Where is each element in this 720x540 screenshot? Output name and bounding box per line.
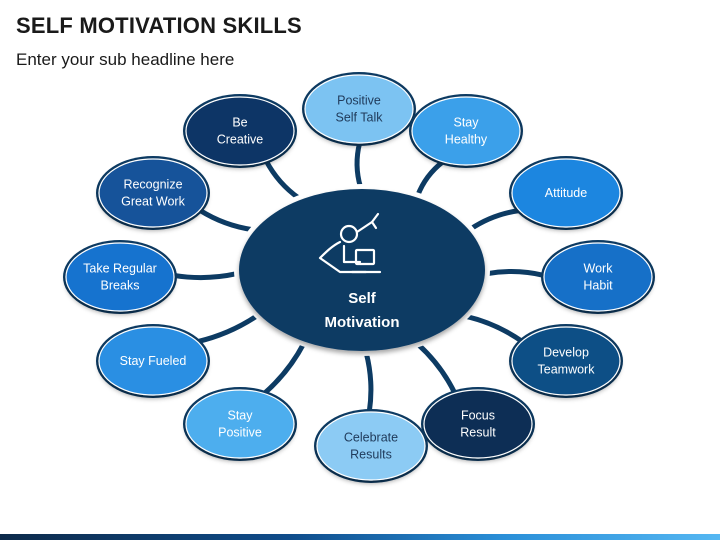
skill-node-ellipse bbox=[65, 242, 175, 312]
connector-line bbox=[194, 313, 260, 345]
person-at-desk-raising-hand-icon bbox=[318, 212, 382, 274]
skill-node-label: Self Talk bbox=[335, 111, 383, 125]
connector-line bbox=[354, 140, 363, 190]
center-ellipse-fill bbox=[239, 189, 485, 351]
skill-node-label: Result bbox=[460, 426, 496, 440]
skill-node-label: Breaks bbox=[101, 279, 140, 293]
center-label-line2: Motivation bbox=[325, 314, 400, 331]
connectors bbox=[171, 140, 547, 415]
center-label-line1: Self bbox=[348, 290, 377, 307]
skill-node-label: Habit bbox=[583, 279, 613, 293]
connector-line bbox=[463, 313, 525, 344]
skill-node-label: Develop bbox=[543, 346, 589, 360]
center-node: Self Motivation bbox=[234, 184, 490, 356]
skill-node-ellipse bbox=[98, 326, 208, 396]
connector-line bbox=[363, 350, 374, 415]
skill-node-ellipse bbox=[423, 389, 533, 459]
connector-line bbox=[484, 269, 547, 278]
connector-line bbox=[197, 207, 256, 233]
skill-node-label: Take Regular bbox=[83, 262, 157, 276]
skill-node: Attitude bbox=[509, 156, 623, 230]
skill-node-label: Focus bbox=[461, 409, 495, 423]
connector-line bbox=[171, 271, 240, 281]
skill-node-ellipse bbox=[511, 326, 621, 396]
skill-node-label: Stay Fueled bbox=[120, 354, 187, 368]
skill-node-label: Attitude bbox=[545, 186, 587, 200]
page-subtitle: Enter your sub headline here bbox=[16, 50, 235, 69]
skill-node-ellipse bbox=[98, 158, 208, 228]
skill-node-label: Celebrate bbox=[344, 431, 398, 445]
skill-node-label: Be bbox=[232, 116, 247, 130]
bottom-accent-bar bbox=[0, 534, 720, 540]
skill-node-label: Stay bbox=[227, 409, 253, 423]
skill-node-label: Great Work bbox=[121, 195, 185, 209]
connector-line bbox=[415, 159, 446, 199]
skill-node-label: Creative bbox=[217, 133, 264, 147]
skill-node-label: Stay bbox=[453, 116, 479, 130]
connector-line bbox=[468, 207, 523, 232]
connector-line bbox=[263, 158, 302, 201]
connector-line bbox=[261, 340, 307, 397]
skill-node-label: Teamwork bbox=[538, 363, 596, 377]
skill-node-label: Recognize bbox=[123, 178, 182, 192]
skill-node-ellipse bbox=[185, 389, 295, 459]
skill-node-label: Healthy bbox=[445, 133, 488, 147]
skill-node-label: Results bbox=[350, 448, 392, 462]
skill-node-ellipse bbox=[411, 96, 521, 166]
page-title: SELF MOTIVATION SKILLS bbox=[16, 13, 302, 38]
skill-node-label: Work bbox=[584, 262, 614, 276]
skill-node-ellipse bbox=[316, 411, 426, 481]
connector-line bbox=[415, 341, 458, 396]
skill-node-ellipse bbox=[543, 242, 653, 312]
skill-node-ellipse bbox=[304, 74, 414, 144]
skill-node-ellipse bbox=[511, 158, 621, 228]
skill-node-label: Positive bbox=[218, 426, 262, 440]
skill-node: Stay Fueled bbox=[96, 324, 210, 398]
skill-node-ellipse bbox=[185, 96, 295, 166]
skill-node-label: Positive bbox=[337, 94, 381, 108]
